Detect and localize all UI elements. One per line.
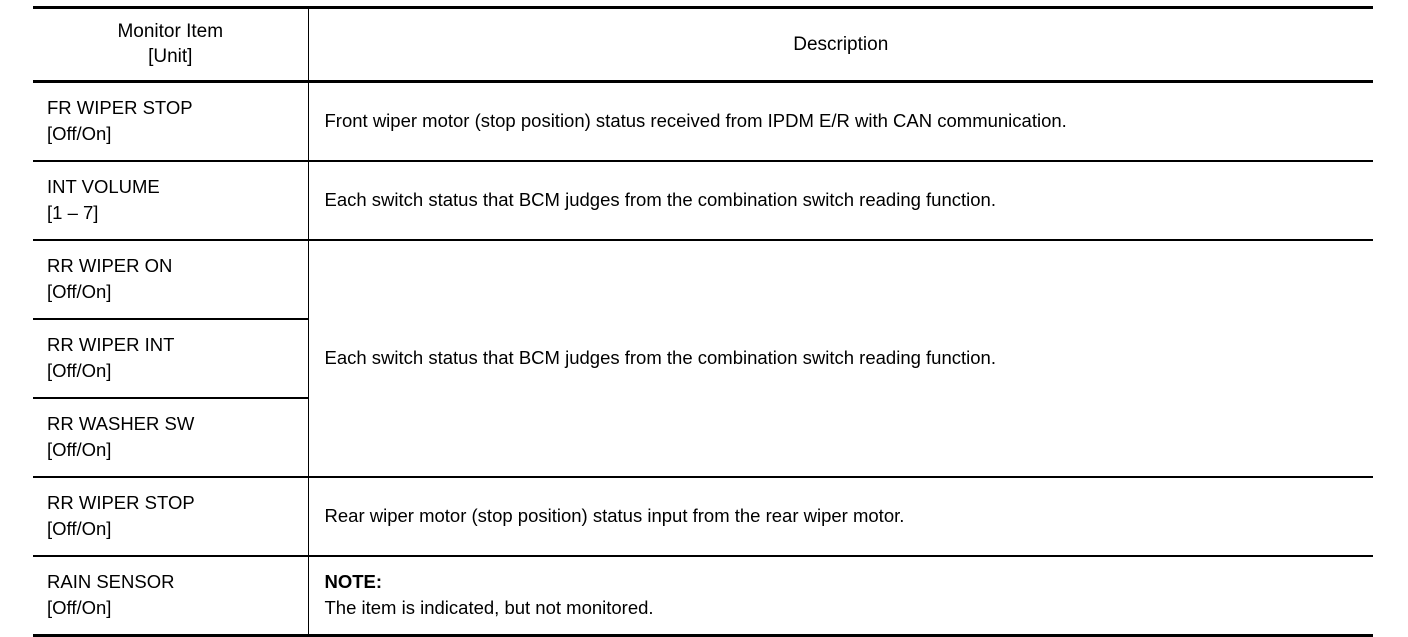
monitor-item-cell: RAIN SENSOR [Off/On] <box>33 555 309 636</box>
column-header-monitor-item-line2: [Unit] <box>148 46 193 67</box>
table-row: RR WIPER INT [Off/On] <box>33 318 1373 398</box>
column-header-description: Description <box>308 7 1373 83</box>
monitor-item-unit: [Off/On] <box>47 439 112 460</box>
description-text: Rear wiper motor (stop position) status … <box>324 505 905 526</box>
monitor-item-cell: FR WIPER STOP [Off/On] <box>33 80 309 161</box>
monitor-item-unit: [Off/On] <box>47 597 112 618</box>
monitor-item-cell: INT VOLUME [1 – 7] <box>33 160 309 240</box>
monitor-item-name: FR WIPER STOP <box>47 97 193 118</box>
monitor-item-name: RR WIPER INT <box>47 334 175 355</box>
description-text: Front wiper motor (stop position) status… <box>324 110 1067 131</box>
note-body: The item is indicated, but not monitored… <box>324 597 654 618</box>
monitor-item-unit: [1 – 7] <box>47 202 99 223</box>
note-label: NOTE: <box>324 571 383 592</box>
column-header-monitor-item-line1: Monitor Item <box>117 21 224 42</box>
monitor-item-unit: [Off/On] <box>47 123 112 144</box>
table-row: INT VOLUME [1 – 7] Each switch status that… <box>33 160 1373 240</box>
description-cell: Rear wiper motor (stop position) status … <box>308 476 1373 556</box>
document-page: Monitor Item [Unit] Description FR WIPER… <box>33 6 1373 637</box>
monitor-item-name: RR WIPER STOP <box>47 492 195 513</box>
table-body: FR WIPER STOP [Off/On] Front wiper motor (… <box>33 80 1373 636</box>
table-row: RR WIPER ON [Off/On] Each switch status th… <box>33 239 1373 477</box>
table-header: Monitor Item [Unit] Description <box>33 7 1373 83</box>
monitor-item-unit: [Off/On] <box>47 281 112 302</box>
monitor-item-cell: RR WIPER INT [Off/On] <box>33 318 309 398</box>
description-text: Each switch status that BCM judges from … <box>324 189 996 210</box>
column-header-monitor-item: Monitor Item [Unit] <box>33 7 309 83</box>
monitor-item-name: RR WASHER SW <box>47 413 195 434</box>
table-header-row: Monitor Item [Unit] Description <box>33 7 1373 83</box>
description-text: Each switch status that BCM judges from … <box>324 347 996 368</box>
table-row: RR WIPER STOP [Off/On] Rear wiper motor (s… <box>33 476 1373 556</box>
monitor-item-unit: [Off/On] <box>47 360 112 381</box>
monitor-item-name: INT VOLUME <box>47 176 160 197</box>
monitor-item-table: Monitor Item [Unit] Description FR WIPER… <box>33 6 1373 637</box>
monitor-item-cell: RR WIPER ON [Off/On] <box>33 239 309 319</box>
description-cell: Each switch status that BCM judges from … <box>308 239 1373 477</box>
description-cell: Each switch status that BCM judges from … <box>308 160 1373 240</box>
monitor-item-cell: RR WASHER SW [Off/On] <box>33 397 309 477</box>
monitor-item-cell: RR WIPER STOP [Off/On] <box>33 476 309 556</box>
description-cell: NOTE: The item is indicated, but not moni… <box>308 555 1373 636</box>
monitor-item-name: RR WIPER ON <box>47 255 173 276</box>
monitor-item-name: RAIN SENSOR <box>47 571 175 592</box>
monitor-item-unit: [Off/On] <box>47 518 112 539</box>
table-row: FR WIPER STOP [Off/On] Front wiper motor (… <box>33 80 1373 161</box>
table-row: RR WASHER SW [Off/On] <box>33 397 1373 477</box>
description-cell: Front wiper motor (stop position) status… <box>308 80 1373 161</box>
table-row: RAIN SENSOR [Off/On] NOTE: The item is indi… <box>33 555 1373 636</box>
